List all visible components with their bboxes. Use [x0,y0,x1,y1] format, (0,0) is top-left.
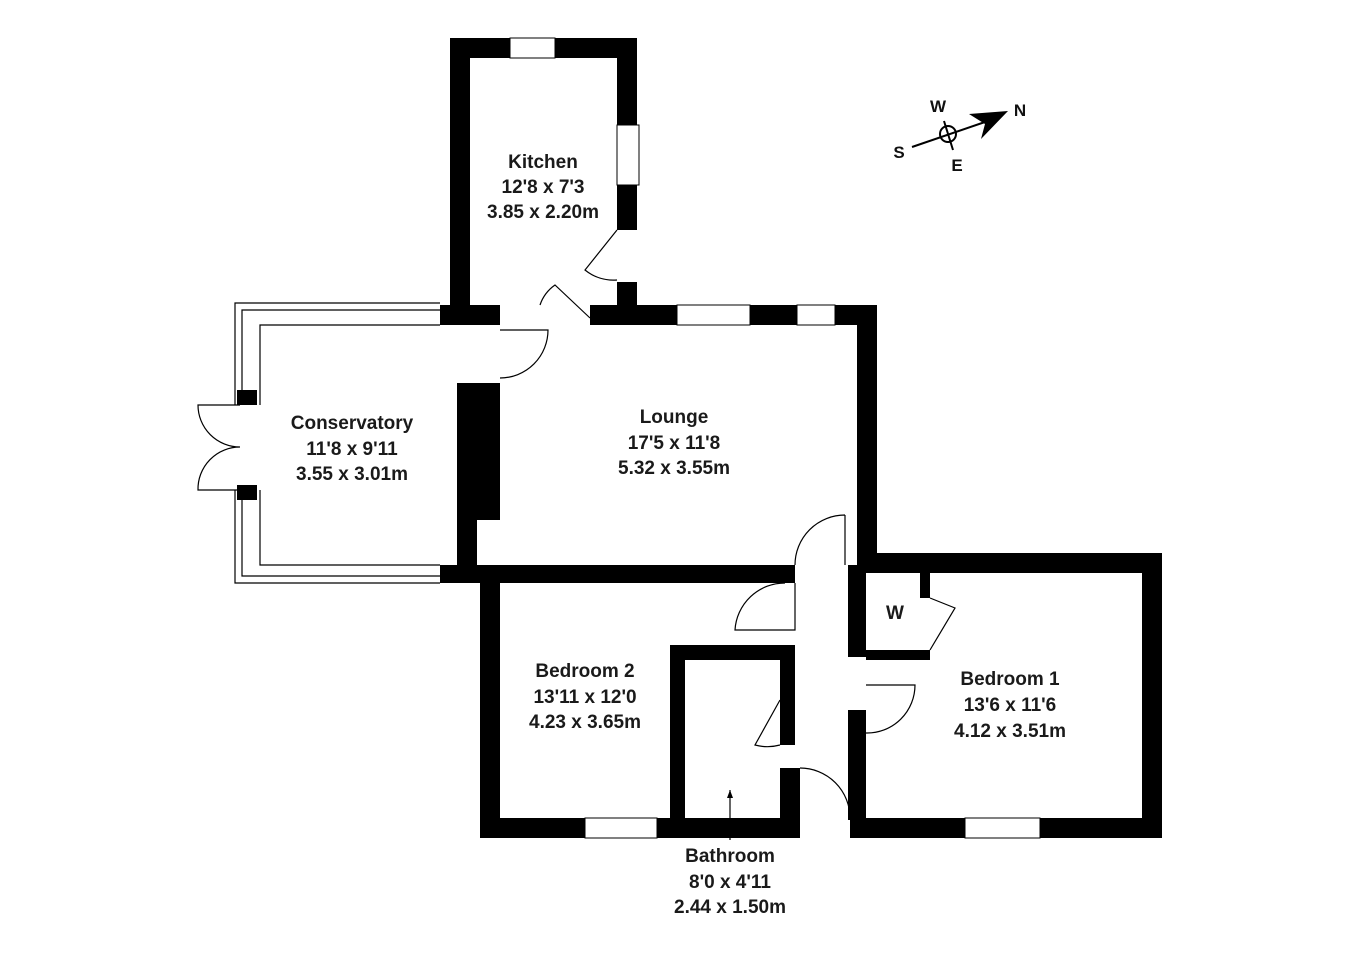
bedroom1-walls [799,553,1162,839]
svg-text:N: N [1014,101,1026,120]
svg-text:S: S [893,143,904,162]
svg-text:4.12 x 3.51m: 4.12 x 3.51m [954,721,1066,742]
bedroom2-label: Bedroom 2 13'11 x 12'0 4.23 x 3.65m [529,661,641,733]
bedroom2-walls [480,565,800,840]
svg-text:W: W [930,97,947,116]
svg-text:3.55 x 3.01m: 3.55 x 3.01m [296,464,408,485]
svg-text:11'8 x 9'11: 11'8 x 9'11 [306,439,398,460]
wardrobe-label: W [886,603,904,624]
kitchen-label: Kitchen 12'8 x 7'3 3.85 x 2.20m [487,152,599,223]
svg-text:3.85 x 2.20m: 3.85 x 2.20m [487,202,599,223]
lounge-walls [440,284,877,583]
svg-text:Bedroom 1: Bedroom 1 [960,669,1060,690]
svg-text:Conservatory: Conservatory [291,413,414,434]
svg-text:13'6 x 11'6: 13'6 x 11'6 [964,695,1057,716]
svg-text:12'8 x 7'3: 12'8 x 7'3 [502,177,585,198]
bathroom-label: Bathroom 8'0 x 4'11 2.44 x 1.50m [674,846,786,918]
svg-text:4.23 x 3.65m: 4.23 x 3.65m [529,712,641,733]
conservatory-walls [197,302,440,584]
svg-text:E: E [951,156,962,175]
svg-text:2.44 x 1.50m: 2.44 x 1.50m [674,897,786,918]
conservatory-label: Conservatory 11'8 x 9'11 3.55 x 3.01m [291,413,414,485]
svg-text:8'0 x 4'11: 8'0 x 4'11 [689,872,771,893]
svg-text:Kitchen: Kitchen [508,152,578,173]
svg-text:Bedroom 2: Bedroom 2 [535,661,634,682]
bedroom1-label: Bedroom 1 13'6 x 11'6 4.12 x 3.51m [954,669,1066,742]
svg-text:13'11 x 12'0: 13'11 x 12'0 [533,687,636,708]
svg-text:5.32 x 3.55m: 5.32 x 3.55m [618,458,730,479]
svg-text:17'5 x 11'8: 17'5 x 11'8 [628,433,721,454]
compass-icon: N S E W [893,97,1026,175]
lounge-label: Lounge 17'5 x 11'8 5.32 x 3.55m [618,407,730,479]
svg-text:Bathroom: Bathroom [685,846,775,867]
svg-text:Lounge: Lounge [640,407,709,428]
